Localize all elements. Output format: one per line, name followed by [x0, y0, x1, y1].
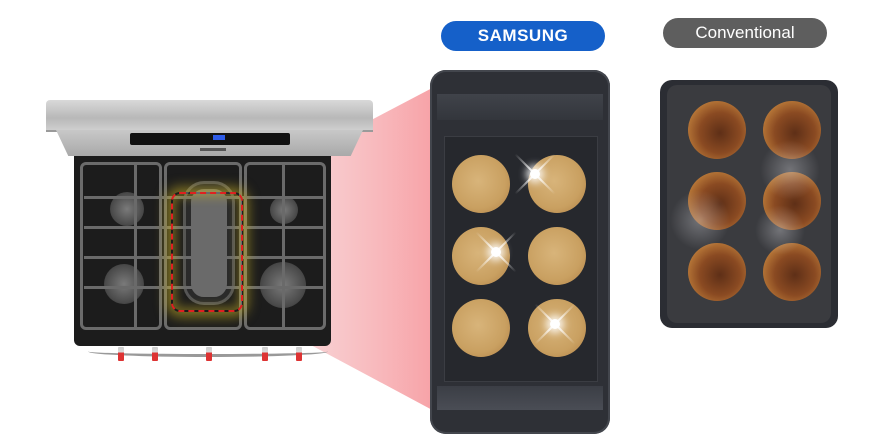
display-led-icon [213, 135, 225, 140]
grate-center [164, 162, 242, 330]
burner-icon [104, 264, 144, 304]
smoke-icon [755, 205, 805, 255]
knob-icon [296, 347, 302, 361]
brand-badge [200, 148, 226, 151]
cooktop [74, 156, 331, 346]
knob-icon [152, 347, 158, 361]
english-muffin-even [528, 299, 586, 357]
english-muffin-even [528, 155, 586, 213]
english-muffin-burnt [763, 101, 821, 159]
english-muffin-even [452, 227, 510, 285]
samsung-griddle [430, 70, 610, 434]
smoke-icon [760, 140, 820, 200]
english-muffin-even [452, 299, 510, 357]
smoke-icon [670, 190, 730, 250]
griddle-handle-bottom [437, 386, 603, 410]
range-backguard [46, 100, 373, 132]
control-display [130, 133, 290, 145]
english-muffin-burnt [688, 243, 746, 301]
english-muffin-even [452, 155, 510, 213]
english-muffin-burnt [688, 101, 746, 159]
oval-griddle-burner [186, 184, 232, 302]
english-muffin-burnt [688, 172, 746, 230]
knob-icon [118, 347, 124, 361]
griddle-handle-top [437, 94, 603, 120]
knob-icon [262, 347, 268, 361]
conventional-griddle [660, 80, 838, 328]
samsung-label: SAMSUNG [441, 21, 605, 51]
english-muffin-even [528, 227, 586, 285]
conventional-label: Conventional [663, 18, 827, 48]
english-muffin-burnt [763, 243, 821, 301]
grate-right [244, 162, 326, 330]
gas-range [0, 0, 1, 1]
english-muffin-burnt [763, 172, 821, 230]
grate-left [80, 162, 162, 330]
knob-icon [206, 347, 212, 361]
griddle-zone-highlight [171, 192, 243, 312]
